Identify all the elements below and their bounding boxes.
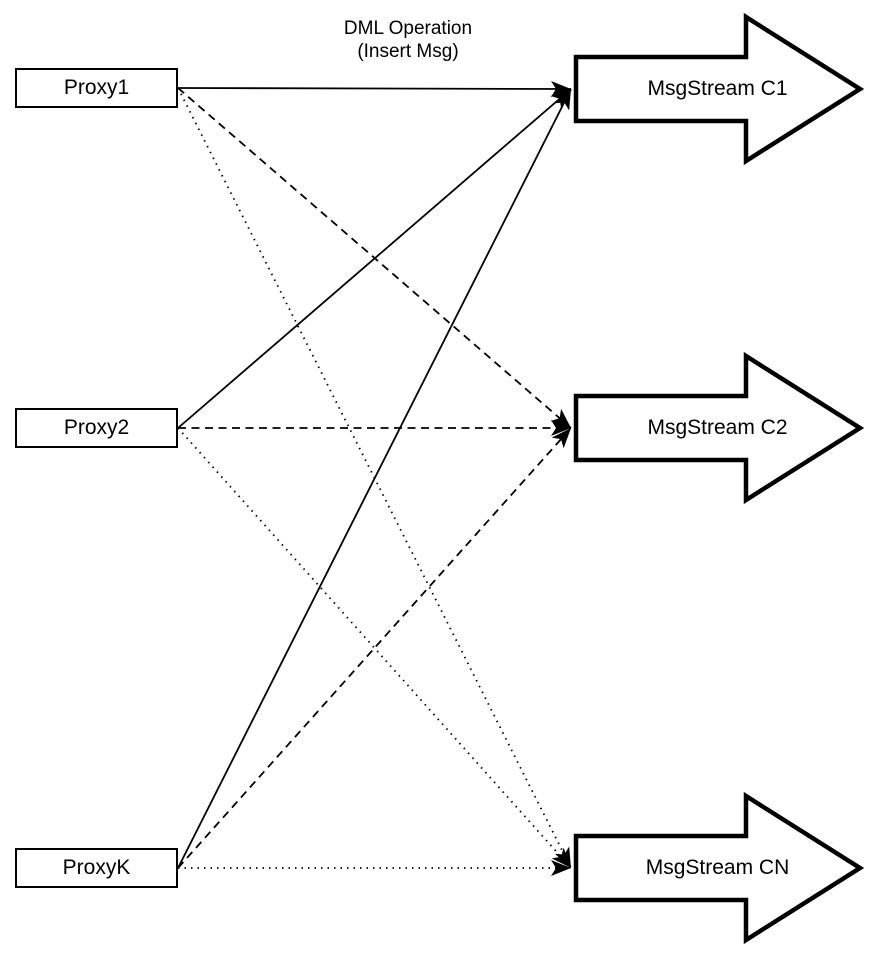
- node-proxy1-label: Proxy1: [63, 76, 130, 99]
- node-proxy1: Proxy1: [15, 68, 178, 108]
- edge-label-dml-operation: DML Operation (Insert Msg): [288, 17, 528, 63]
- edge-label-line2: (Insert Msg): [357, 41, 459, 62]
- edge-proxy1-to-c1-solid: [177, 80, 572, 97]
- node-proxy2: Proxy2: [15, 408, 178, 448]
- block-arrow-c2: [573, 351, 865, 505]
- edge-proxyk-to-c2-dashed: [177, 427, 572, 869]
- block-arrow-cn: [573, 791, 865, 945]
- edge-proxy2-to-cn-dotted: [177, 427, 572, 869]
- block-arrow-c1: [573, 12, 865, 166]
- edge-proxy2-to-c1-solid: [177, 88, 572, 429]
- node-proxyk: ProxyK: [15, 848, 178, 888]
- node-proxyk-label: ProxyK: [62, 856, 131, 879]
- edge-proxyk-to-c1-solid: [177, 88, 572, 869]
- node-proxy2-label: Proxy2: [63, 416, 130, 439]
- edge-label-line1: DML Operation: [343, 18, 473, 39]
